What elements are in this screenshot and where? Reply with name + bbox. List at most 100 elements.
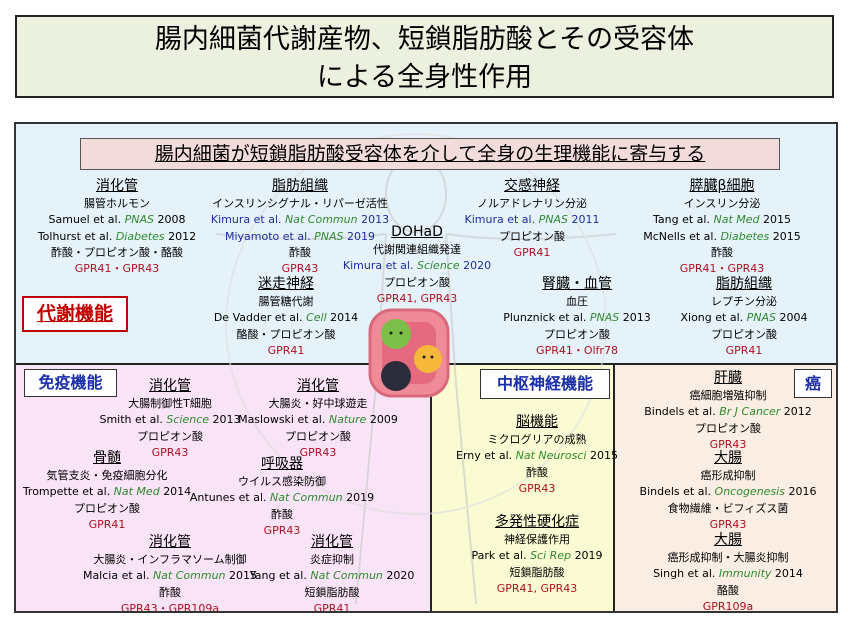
title-box: 腸内細菌代謝産物、短鎖脂肪酸とその受容体 による全身性作用 xyxy=(15,15,834,98)
citation-year: 2008 xyxy=(157,213,186,227)
citation-year: 2015 xyxy=(229,569,258,583)
title-line-2: による全身性作用 xyxy=(316,62,533,93)
citation: Miyamoto et al. PNAS 2019 xyxy=(180,229,420,245)
receptor-text: GPR43 xyxy=(281,262,319,276)
receptor-text: GPR41 xyxy=(725,343,763,357)
citation-year: 2020 xyxy=(386,569,415,583)
citation-author: McNells et al. xyxy=(643,229,717,243)
citation-year: 2013 xyxy=(622,311,651,325)
citation: Erny et al. Nat Neurosci 2015 xyxy=(417,448,657,464)
citation-author: Trompette et al. xyxy=(22,485,111,499)
citation-journal: Science xyxy=(166,413,210,427)
citation-journal: Nat Commun xyxy=(285,213,358,227)
receptor-text: GPR41・GPR43 xyxy=(74,262,160,276)
citation-year: 2019 xyxy=(346,491,375,505)
organ-heading: 消化管 xyxy=(96,178,138,194)
citation-year: 2020 xyxy=(463,259,492,273)
citation-journal: Science xyxy=(416,259,460,273)
category-label-cancer: 癌 xyxy=(794,369,832,398)
citation-year: 2009 xyxy=(369,413,398,427)
organ-heading: 呼吸器 xyxy=(261,456,303,472)
citation-author: Samuel et al. xyxy=(48,213,122,227)
effect-text: 腸管ホルモン xyxy=(84,197,150,210)
citation-journal: Diabetes xyxy=(720,229,770,243)
effect-text: 代謝関連組織発達 xyxy=(373,243,461,256)
citation: Bindels et al. Br J Cancer 2012 xyxy=(608,404,836,420)
category-label-cns: 中枢神経機能 xyxy=(480,369,610,399)
scfa-text: 酢酸 xyxy=(526,465,548,479)
citation-journal: PNAS xyxy=(538,213,568,227)
effect-text: 血圧 xyxy=(566,295,588,308)
category-label-metabolic: 代謝機能 xyxy=(22,296,128,332)
receptor-text: GPR43 xyxy=(299,445,337,459)
citation-journal: Immunity xyxy=(718,567,772,581)
scfa-text: 酢酸 xyxy=(159,585,181,599)
effect-text: 大腸炎・インフラマソーム制御 xyxy=(93,553,247,566)
citation: Tolhurst et al. Diabetes 2012 xyxy=(16,229,237,245)
citation-author: Tang et al. xyxy=(653,213,710,227)
subtitle-banner: 腸内細菌が短鎖脂肪酸受容体を介して全身の生理機能に寄与する xyxy=(80,138,780,170)
citation: Plunznick et al. PNAS 2013 xyxy=(457,310,697,326)
citation-author: Park et al. xyxy=(471,549,527,563)
organ-heading: 膵臓β細胞 xyxy=(689,178,755,194)
organ-heading: 消化管 xyxy=(311,534,353,550)
citation: Singh et al. Immunity 2014 xyxy=(608,566,836,582)
receptor-text: GPR43 xyxy=(518,481,556,495)
effect-text: 癌形成抑制・大腸炎抑制 xyxy=(667,551,789,564)
citation-journal: Nat Commun xyxy=(152,569,226,583)
citation: Bindels et al. Oncogenesis 2016 xyxy=(608,484,836,500)
citation-year: 2014 xyxy=(163,485,192,499)
scfa-text: プロピオン酸 xyxy=(285,429,351,443)
citation-year: 2013 xyxy=(212,413,241,427)
citation-journal: Nat Med xyxy=(113,485,160,499)
scfa-text: プロピオン酸 xyxy=(711,327,777,341)
citation-author: Tolhurst et al. xyxy=(37,229,113,243)
citation: Trompette et al. Nat Med 2014 xyxy=(16,484,227,500)
organ-heading: 脳機能 xyxy=(516,414,558,430)
receptor-text: GPR43・GPR109a xyxy=(120,601,220,613)
effect-text: 大腸制御性T細胞 xyxy=(128,397,212,410)
citation-year: 2015 xyxy=(772,229,801,243)
scfa-text: 酢酸 xyxy=(271,507,293,521)
organ-heading: 脂肪組織 xyxy=(272,178,328,194)
scfa-text: プロピオン酸 xyxy=(137,429,203,443)
effect-text: 気管支炎・免疫細胞分化 xyxy=(46,469,168,482)
effect-text: 神経保護作用 xyxy=(504,533,570,546)
citation-author: Maslowski et al. xyxy=(238,413,326,427)
effect-text: ノルアドレナリン分泌 xyxy=(477,197,587,210)
receptor-text: GPR41 xyxy=(513,245,551,259)
effect-text: インスリンシグナル・リパーゼ活性 xyxy=(212,197,388,210)
yellow-bacteria-icon xyxy=(414,345,442,373)
receptor-text: GPR41 xyxy=(313,601,351,613)
citation: Samuel et al. PNAS 2008 xyxy=(16,212,237,228)
citation-author: Malcia et al. xyxy=(82,569,150,583)
scfa-text: プロピオン酸 xyxy=(695,421,761,435)
citation: Maslowski et al. Nature 2009 xyxy=(198,412,438,428)
citation-year: 2011 xyxy=(571,213,600,227)
effect-block-m-fat: 脂肪組織インスリンシグナル・リパーゼ活性 Kimura et al. Nat Co… xyxy=(180,176,420,277)
organ-heading: 交感神経 xyxy=(504,178,560,194)
scfa-text: 短鎖脂肪酸 xyxy=(304,585,360,599)
receptor-text: GPR41・GPR43 xyxy=(679,262,765,276)
citation: Tang et al. Nat Med 2015 xyxy=(602,212,836,228)
receptor-text: GPR41, GPR43 xyxy=(376,291,458,305)
receptor-text: GPR43 xyxy=(709,517,747,531)
scfa-text: プロピオン酸 xyxy=(384,275,450,289)
citation-journal: Nature xyxy=(328,413,367,427)
citation-author: Kimura et al. xyxy=(342,259,414,273)
scfa-text: 酢酸 xyxy=(711,245,733,259)
effect-text: レプチン分泌 xyxy=(711,295,777,308)
citation-journal: Diabetes xyxy=(115,229,165,243)
